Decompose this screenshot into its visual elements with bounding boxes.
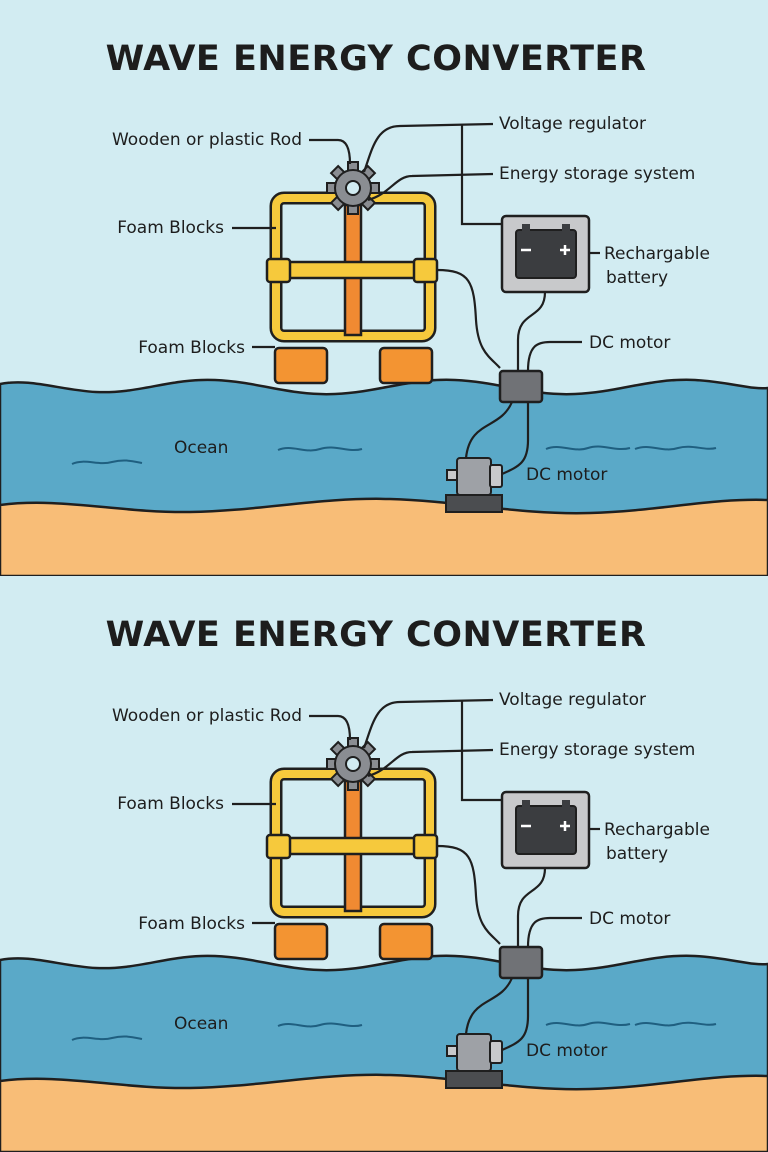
- crossbar-clamp: [412, 833, 439, 860]
- water-ripple: [545, 445, 631, 451]
- label-battery-line2: battery: [606, 268, 668, 288]
- crossbar: [278, 260, 430, 280]
- crossbar-clamp: [412, 257, 439, 284]
- gear-icon: [326, 161, 380, 215]
- label-dc-motor-lower: DC motor: [526, 465, 607, 485]
- crossbar: [278, 836, 430, 856]
- label-foam-blocks-bottom: Foam Blocks: [138, 338, 245, 358]
- label-ocean: Ocean: [174, 1014, 228, 1034]
- label-battery-line1: Rechargable: [604, 244, 710, 264]
- foam-block: [273, 346, 329, 385]
- label-energy-storage: Energy storage system: [499, 740, 695, 760]
- label-energy-storage: Energy storage system: [499, 164, 695, 184]
- sand: [0, 1073, 768, 1152]
- label-foam-blocks-top: Foam Blocks: [117, 218, 224, 238]
- label-battery-line1: Rechargable: [604, 820, 710, 840]
- sand: [0, 497, 768, 576]
- diagram-title: WAVE ENERGY CONVERTER: [106, 39, 647, 79]
- label-voltage-regulator: Voltage regulator: [499, 690, 646, 710]
- label-dc-motor-lower: DC motor: [526, 1041, 607, 1061]
- label-battery-line2: battery: [606, 844, 668, 864]
- water-ripple: [277, 446, 363, 452]
- label-foam-blocks-top: Foam Blocks: [117, 794, 224, 814]
- label-dc-motor-upper: DC motor: [589, 909, 670, 929]
- foam-block: [378, 346, 434, 385]
- dc-motor-icon: [445, 457, 503, 513]
- leader-lines: [232, 714, 600, 925]
- foam-block: [378, 922, 434, 961]
- wave-energy-diagram: WAVE ENERGY CONVERTER: [0, 39, 768, 576]
- leader-lines: [232, 138, 600, 349]
- label-ocean: Ocean: [174, 438, 228, 458]
- page: WAVE ENERGY CONVERTER: [0, 39, 768, 1152]
- label-foam-blocks-bottom: Foam Blocks: [138, 914, 245, 934]
- label-voltage-regulator: Voltage regulator: [499, 114, 646, 134]
- label-rod: Wooden or plastic Rod: [112, 706, 302, 726]
- gear-icon: [326, 737, 380, 791]
- water-ripple: [634, 445, 717, 451]
- diagram-title: WAVE ENERGY CONVERTER: [106, 615, 647, 655]
- label-dc-motor-upper: DC motor: [589, 333, 670, 353]
- foam-block: [273, 922, 329, 961]
- wires: [362, 122, 582, 476]
- crossbar-clamp: [265, 257, 292, 284]
- battery-icon: [515, 224, 577, 279]
- junction-box: [498, 369, 544, 404]
- wave-energy-diagram: WAVE ENERGY CONVERTER: [0, 576, 768, 1152]
- diagram-panel: WAVE ENERGY CONVERTER: [0, 39, 768, 576]
- battery-icon: [515, 800, 577, 855]
- crossbar-clamp: [265, 833, 292, 860]
- water-ripple: [71, 459, 143, 465]
- junction-box: [498, 945, 544, 980]
- diagram-panel-repeat: WAVE ENERGY CONVERTER: [0, 576, 768, 1152]
- label-rod: Wooden or plastic Rod: [112, 130, 302, 150]
